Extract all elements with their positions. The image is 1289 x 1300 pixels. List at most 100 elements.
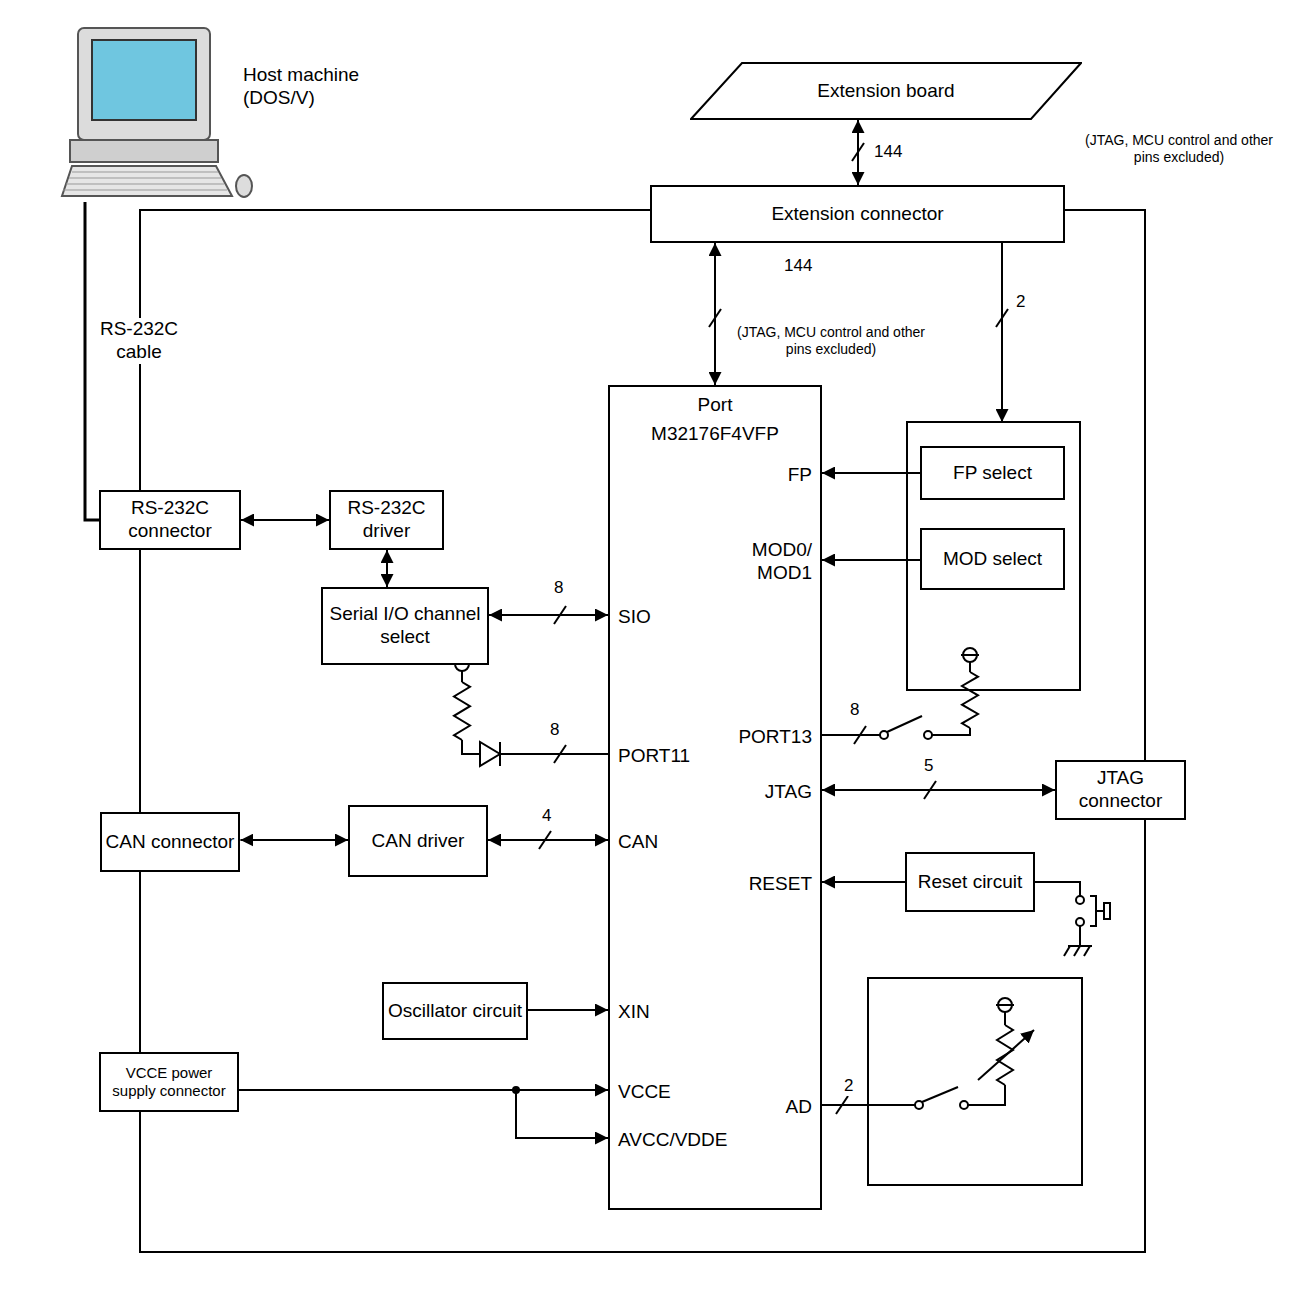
node-text: Oscillator circuit: [388, 1000, 522, 1023]
pin-label: XIN: [618, 1001, 650, 1024]
connector: [822, 559, 920, 561]
wire: [461, 671, 463, 682]
switch-blade: [922, 1087, 958, 1102]
connector: [386, 550, 388, 587]
connector: [241, 519, 329, 521]
pin-label: JTAG: [765, 781, 812, 804]
fp-select-box: FP select: [920, 446, 1065, 500]
supply-symbol: [996, 1004, 1014, 1006]
pin-label: M32176F4VFP: [610, 423, 820, 446]
supply-symbol: [961, 654, 979, 656]
button-contact: [1076, 896, 1084, 904]
node-text: CAN driver: [372, 830, 465, 853]
pin-label: CAN: [618, 831, 658, 854]
extension-connector: Extension connector: [650, 185, 1065, 243]
bus-width-number: 8: [548, 720, 568, 740]
pin-label: PORT11: [618, 745, 690, 768]
wire: [462, 740, 480, 754]
potentiometer-arrow: [978, 1030, 1034, 1080]
serial-io-select: Serial I/O channel select: [321, 587, 489, 665]
wire: [969, 662, 971, 672]
node-text: Host machine (DOS/V): [243, 64, 373, 110]
switch-contact: [915, 1101, 923, 1109]
select-arrow: [1001, 243, 1003, 422]
pin-label: FP: [788, 464, 812, 487]
ground-symbol: [1074, 946, 1080, 956]
mod-select-box: MOD select: [920, 528, 1065, 590]
node-text: CAN connector: [106, 831, 235, 854]
node-text: Extension connector: [771, 203, 943, 226]
connector: [822, 472, 920, 474]
node-text: JTAG connector: [1060, 767, 1181, 813]
bus-width-number: 8: [552, 578, 572, 598]
node-text: Extension board: [817, 80, 954, 103]
switch-contact: [924, 731, 932, 739]
pin-label: VCCE: [618, 1081, 671, 1104]
bus-width-number: 2: [1014, 292, 1038, 312]
pin-label: MOD0/ MOD1: [740, 539, 812, 585]
mcu-chip: PortM32176F4VFP FP MOD0/ MOD1SIO PORT11 PORT…: [608, 385, 822, 1210]
pin-label: AVCC/VDDE: [618, 1129, 727, 1152]
node-text: MOD select: [943, 548, 1042, 571]
select-group-box: [907, 422, 1080, 690]
power-connector: VCCE power supply connector: [99, 1052, 239, 1112]
connector: [488, 839, 608, 841]
wire: [822, 734, 880, 736]
resistor-symbol: [454, 682, 470, 740]
button-contact: [1076, 918, 1084, 926]
cable-label: RS-232C cable: [94, 318, 184, 364]
pin-label: PORT13: [738, 726, 812, 749]
pin-label: AD: [786, 1096, 812, 1119]
rs232c-connector: RS-232C connector: [99, 490, 241, 550]
switch-contact: [880, 731, 888, 739]
node-text: VCCE power supply connector: [104, 1064, 234, 1100]
oscillator-circuit: Oscillator circuit: [382, 982, 528, 1040]
node-text: FP select: [953, 462, 1032, 485]
node-text: Serial I/O channel select: [326, 603, 484, 649]
computer-icon: [62, 28, 252, 197]
switch-contact: [960, 1101, 968, 1109]
connector: [857, 120, 859, 185]
board-outline: [140, 210, 1145, 1252]
reset-circuit: Reset circuit: [905, 852, 1035, 912]
pin-label: RESET: [749, 873, 812, 896]
connector: [822, 789, 1055, 791]
note-text: (JTAG, MCU control and other pins exclud…: [724, 324, 938, 358]
connector: [714, 243, 716, 385]
node-text: RS-232C driver: [334, 497, 439, 543]
bus-width-number: 2: [842, 1076, 862, 1096]
ground-symbol: [1084, 946, 1090, 956]
wire: [822, 1104, 915, 1106]
jtag-connector: JTAG connector: [1055, 760, 1186, 820]
bus-width-number: 144: [782, 256, 826, 276]
can-connector: CAN connector: [100, 812, 241, 872]
ground-symbol: [1064, 946, 1070, 956]
parallelogram-outline: [691, 63, 1081, 119]
pin-label: Port: [610, 394, 820, 417]
push-button: [1090, 896, 1096, 926]
ad-input-box: [868, 978, 1082, 1185]
connector: [528, 1009, 608, 1011]
bus-width-number: 8: [848, 700, 868, 720]
led-symbol: [480, 742, 500, 766]
connector: [822, 881, 905, 883]
pin-label: SIO: [618, 606, 651, 629]
host-machine: Host machine (DOS/V): [60, 20, 380, 202]
extension-board: Extension board: [690, 62, 1082, 120]
bus-width-number: 4: [540, 806, 560, 826]
wire: [1079, 926, 1081, 946]
connector: [240, 839, 348, 841]
note-text: (JTAG, MCU control and other pins exclud…: [1072, 132, 1286, 166]
bus-width-number: 5: [922, 756, 942, 776]
wire: [968, 1085, 1005, 1105]
bus-slash: [996, 309, 1008, 327]
node-text: RS-232C connector: [104, 497, 236, 543]
connector: [239, 1090, 608, 1138]
bus-width-number: 144: [872, 142, 916, 162]
wire: [932, 728, 970, 735]
wire: [1035, 882, 1080, 896]
wire: [1004, 1012, 1006, 1025]
rs232c-driver: RS-232C driver: [329, 490, 444, 550]
can-driver: CAN driver: [348, 805, 488, 877]
switch-blade: [887, 716, 922, 732]
